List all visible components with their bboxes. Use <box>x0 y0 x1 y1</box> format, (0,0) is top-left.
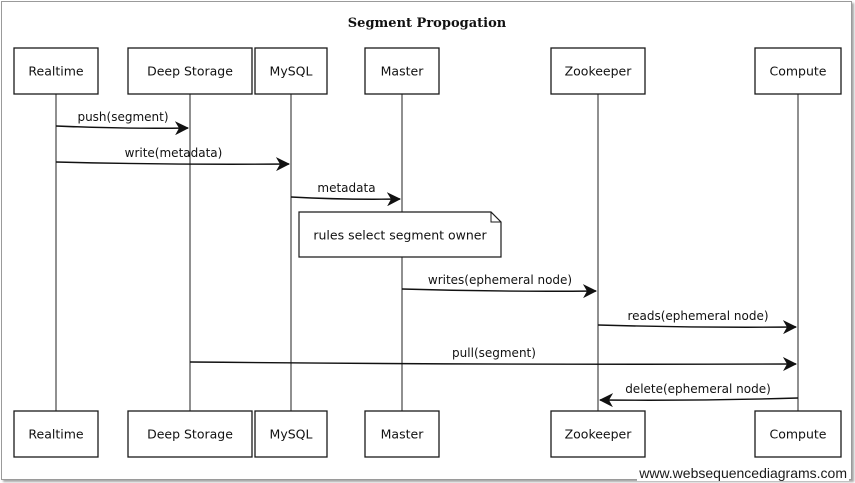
message-arrow <box>55 121 189 136</box>
participant-box <box>13 47 99 95</box>
participant-label: Realtime <box>28 427 83 442</box>
note-label: rules select segment owner <box>313 228 487 243</box>
participant-box <box>127 47 253 95</box>
message-1: push(segment) <box>55 110 189 136</box>
participant-master-top: Master <box>364 47 440 95</box>
participant-label: Compute <box>769 64 826 79</box>
participant-box <box>254 410 328 458</box>
participant-box <box>754 47 842 95</box>
participant-box <box>364 47 440 95</box>
participant-label: Zookeeper <box>565 64 633 79</box>
participant-label: MySQL <box>270 427 313 442</box>
participant-label: Deep Storage <box>147 427 233 442</box>
message-arrow <box>597 320 797 335</box>
diagram-title: Segment Propogation <box>348 16 507 31</box>
message-label: writes(ephemeral node) <box>428 273 572 287</box>
lifelines <box>55 94 799 411</box>
note-box <box>298 211 502 258</box>
participant-box <box>754 410 842 458</box>
participant-label: Deep Storage <box>147 64 233 79</box>
message-7: delete(ephemeral node) <box>599 382 799 408</box>
participant-label: Zookeeper <box>565 427 633 442</box>
participant-deep-storage-top: Deep Storage <box>127 47 253 95</box>
watermark-link[interactable]: www.websequencediagrams.com <box>637 465 849 481</box>
participant-compute-bottom: Compute <box>754 410 842 458</box>
note-fold <box>490 212 501 223</box>
message-label: write(metadata) <box>125 146 223 160</box>
participant-box <box>127 410 253 458</box>
message-6: pull(segment) <box>189 346 797 372</box>
participant-label: Compute <box>769 427 826 442</box>
message-label: push(segment) <box>77 110 168 124</box>
participant-label: MySQL <box>270 64 313 79</box>
message-arrow <box>55 157 290 172</box>
message-2: write(metadata) <box>55 146 290 172</box>
participant-deep-storage-bottom: Deep Storage <box>127 410 253 458</box>
participant-label: Master <box>381 64 425 79</box>
participant-box <box>550 47 646 95</box>
participant-realtime-top: Realtime <box>13 47 99 95</box>
participant-mysql-top: MySQL <box>254 47 328 95</box>
note-rules: rules select segment owner <box>298 211 502 258</box>
participant-label: Master <box>381 427 425 442</box>
message-4: writes(ephemeral node) <box>401 273 597 299</box>
messages: push(segment) write(metadata) metadata writ… <box>55 110 799 408</box>
message-arrow <box>290 192 401 207</box>
message-label: delete(ephemeral node) <box>625 382 771 396</box>
participant-box <box>364 410 440 458</box>
message-5: reads(ephemeral node) <box>597 309 797 335</box>
participant-master-bottom: Master <box>364 410 440 458</box>
message-arrow <box>599 393 799 408</box>
participant-mysql-bottom: MySQL <box>254 410 328 458</box>
participant-zookeeper-top: Zookeeper <box>550 47 646 95</box>
message-label: pull(segment) <box>452 346 536 360</box>
message-3: metadata <box>290 181 401 207</box>
message-label: reads(ephemeral node) <box>627 309 768 323</box>
participant-label: Realtime <box>28 64 83 79</box>
participant-box <box>254 47 328 95</box>
message-label: metadata <box>317 181 375 195</box>
notes: rules select segment owner <box>298 211 502 258</box>
participant-compute-top: Compute <box>754 47 842 95</box>
message-arrow <box>189 357 797 372</box>
message-arrow <box>401 284 597 299</box>
participant-zookeeper-bottom: Zookeeper <box>550 410 646 458</box>
participant-realtime-bottom: Realtime <box>13 410 99 458</box>
participant-box <box>550 410 646 458</box>
participant-box <box>13 410 99 458</box>
